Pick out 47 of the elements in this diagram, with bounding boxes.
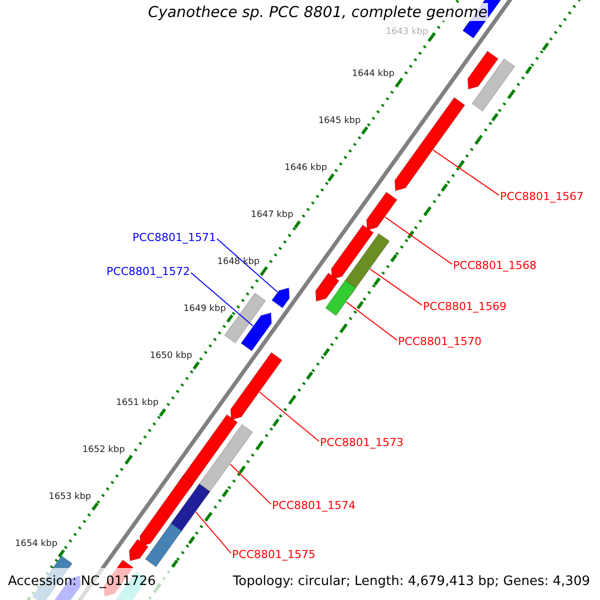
gene-label: PCC8801_1569	[423, 300, 506, 313]
gene-bar	[230, 352, 283, 420]
scale-label: 1647 kbp	[250, 210, 294, 220]
scale-label: 1653 kbp	[48, 492, 92, 502]
leader-line	[384, 216, 452, 265]
gene-bar	[330, 224, 374, 280]
scale-label: 1652 kbp	[82, 444, 125, 456]
gene-label: PCC8801_1571	[132, 231, 216, 244]
scale-label: 1644 kbp	[352, 68, 394, 80]
gene-bar	[271, 287, 290, 309]
gene-label: PCC8801_1570	[398, 335, 482, 348]
gene-bar	[366, 191, 398, 231]
gene-bar	[170, 483, 211, 533]
gene-label: PCC8801_1574	[272, 499, 356, 512]
genome-info-text: Topology: circular; Length: 4,679,413 bp; Genes: 4,309	[232, 574, 590, 589]
scale-label: 1645 kbp	[318, 116, 361, 126]
gene-bar	[471, 58, 516, 112]
gene-bar	[139, 509, 170, 547]
leader-line	[259, 392, 320, 442]
leader-line	[216, 238, 278, 292]
gene-bar	[128, 538, 149, 562]
leader-line	[370, 268, 422, 306]
gene-bar	[240, 312, 272, 352]
leader-line	[195, 512, 232, 554]
leader-line	[230, 464, 272, 505]
gene-bar	[144, 522, 182, 568]
scale-label: 1648 kbp	[217, 256, 260, 268]
gene-label: PCC8801_1568	[453, 259, 536, 272]
accession-text: Accession: NC_011726	[8, 574, 156, 589]
scale-label: 1650 kbp	[150, 350, 192, 362]
scale-label: 1646 kbp	[284, 162, 328, 174]
leader-line	[432, 150, 500, 196]
gene-bar	[324, 280, 356, 316]
gene-label: PCC8801_1572	[106, 265, 190, 278]
gene-bar	[224, 292, 266, 344]
gene-bar	[467, 50, 499, 90]
scale-label: 1654 kbp	[15, 538, 58, 550]
gene-label: PCC8801_1573	[320, 436, 404, 449]
title: Cyanothece sp. PCC 8801, complete genome	[148, 3, 488, 21]
gene-label: PCC8801_1575	[232, 548, 316, 561]
leader-line	[346, 302, 398, 341]
scale-label: 1643 kbp	[386, 26, 428, 38]
scale-label: 1649 kbp	[184, 304, 226, 314]
leader-line	[190, 272, 254, 326]
gene-bar	[394, 96, 466, 192]
gene-label: PCC8801_1567	[500, 190, 584, 203]
scale-label: 1651 kbp	[116, 398, 159, 408]
